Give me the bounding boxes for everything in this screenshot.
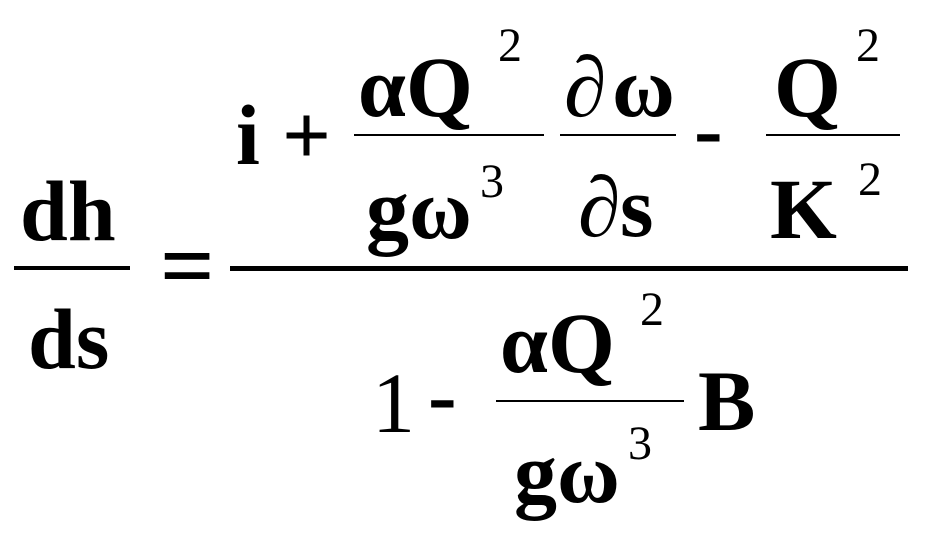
equals-sign: =: [160, 212, 215, 319]
plus-sign: +: [282, 87, 332, 183]
denominator-fraction-denominator-exponent: 3: [628, 417, 652, 470]
term2-fraction-bar: [766, 134, 900, 136]
denominator-fraction-numerator: αQ: [500, 295, 615, 391]
term-one: 1: [372, 355, 415, 451]
term1-numerator-exponent: 2: [498, 19, 522, 72]
derivative-fraction-bar: [560, 134, 676, 136]
denominator-fraction-bar: [496, 400, 684, 402]
denominator-fraction-denominator: gω: [514, 425, 620, 521]
term2-numerator: Q: [774, 39, 841, 135]
term-B: B: [698, 353, 756, 449]
minus-sign: -: [694, 81, 723, 177]
term2-numerator-exponent: 2: [856, 19, 880, 72]
term1-numerator: αQ: [358, 39, 473, 135]
lhs-numerator: dh: [20, 163, 116, 259]
term1-fraction-bar: [354, 134, 544, 136]
term1-denominator-exponent: 3: [480, 155, 504, 208]
term2-denominator-exponent: 2: [858, 153, 882, 206]
term-i: i: [236, 87, 260, 183]
denominator-minus-sign: -: [428, 347, 457, 443]
term2-denominator: K: [770, 161, 837, 257]
deriv-denominator-variable: s: [620, 159, 654, 255]
deriv-numerator-variable: ω: [612, 39, 675, 135]
lhs-denominator: ds: [28, 291, 110, 387]
main-fraction-bar: [230, 266, 908, 271]
denominator-fraction-numerator-exponent: 2: [640, 283, 664, 336]
partial-symbol-denominator: ∂: [578, 159, 621, 255]
lhs-fraction-bar: [14, 266, 130, 270]
term1-denominator: gω: [366, 161, 472, 257]
partial-symbol-numerator: ∂: [564, 39, 607, 135]
